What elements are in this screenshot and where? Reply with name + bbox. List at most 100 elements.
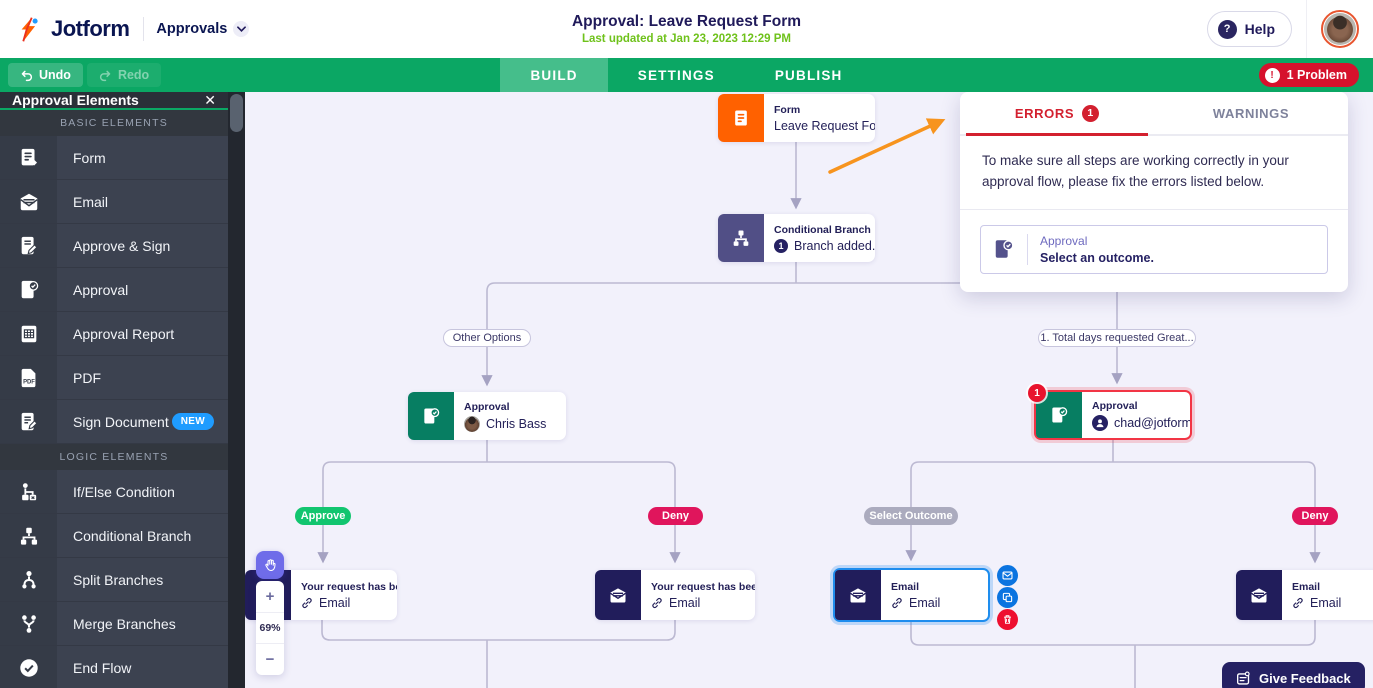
node-conditional-branch[interactable]: Conditional Branch 1 Branch added.	[718, 214, 875, 262]
sidebar-item-label: Email	[73, 193, 109, 210]
pan-hand-button[interactable]	[256, 551, 284, 579]
tab-warnings[interactable]: WARNINGS	[1212, 105, 1290, 121]
delete-action-icon[interactable]	[997, 609, 1018, 630]
outcome-label-approve[interactable]: Approve	[295, 507, 351, 525]
sidebar-title: Approval Elements	[12, 92, 139, 108]
node-title: Email	[1292, 580, 1321, 593]
approve-sign-icon	[0, 224, 57, 267]
link-icon	[652, 597, 662, 608]
node-approval-chad[interactable]: 1 Approval chad@jotform.com	[1028, 384, 1192, 440]
node-email-denied[interactable]: Your request has been denied. Email	[595, 570, 755, 620]
duplicate-action-icon[interactable]	[997, 587, 1018, 608]
node-title: Form	[774, 103, 801, 116]
last-updated-text: Last updated at Jan 23, 2023 12:29 PM	[581, 33, 791, 45]
sidebar-item-form[interactable]: Form	[0, 136, 228, 180]
redo-button[interactable]: Redo	[86, 63, 162, 87]
form-node-icon	[718, 94, 764, 142]
problem-label: 1 Problem	[1286, 68, 1347, 82]
node-email-right[interactable]: Email Email	[1236, 570, 1373, 620]
zoom-in-button[interactable]: +	[265, 587, 275, 605]
sidebar-item-email[interactable]: Email	[0, 180, 228, 224]
sign-document-icon	[0, 400, 57, 443]
outcome-label-deny-right[interactable]: Deny	[1292, 507, 1338, 525]
sidebar-item-end-flow[interactable]: End Flow	[0, 646, 228, 688]
sidebar-item-approve-sign[interactable]: Approve & Sign	[0, 224, 228, 268]
sidebar-item-approval[interactable]: Approval	[0, 268, 228, 312]
if-else-icon	[0, 470, 57, 513]
tab-publish[interactable]: PUBLISH	[774, 67, 843, 83]
undo-button[interactable]: Undo	[8, 63, 83, 87]
link-icon	[1293, 597, 1303, 608]
node-subtitle: Email	[909, 595, 941, 610]
jotform-logo[interactable]: Jotform	[14, 16, 130, 43]
user-avatar[interactable]	[1321, 10, 1359, 48]
split-branches-icon	[0, 558, 57, 601]
node-title: Conditional Branch	[774, 223, 871, 236]
approval-icon	[0, 268, 57, 311]
branch-label-condition-1[interactable]: 1. Total days requested Great...	[1038, 329, 1196, 347]
item-divider	[1027, 233, 1028, 265]
conditional-branch-icon	[0, 514, 57, 557]
tab-build[interactable]: BUILD	[500, 58, 608, 92]
give-feedback-button[interactable]: Give Feedback	[1222, 662, 1365, 688]
errors-count-badge: 1	[1082, 104, 1100, 122]
branch-label-other-options[interactable]: Other Options	[443, 329, 531, 347]
approval-node-icon	[408, 392, 454, 440]
node-email-selected[interactable]: Email Email	[833, 568, 990, 622]
header-divider	[1306, 0, 1307, 58]
node-subtitle: Chris Bass	[486, 416, 547, 431]
sidebar-item-approval-report[interactable]: Approval Report	[0, 312, 228, 356]
errors-panel: ERRORS 1 WARNINGS To make sure all steps…	[960, 92, 1348, 292]
tab-settings[interactable]: SETTINGS	[637, 67, 715, 83]
email-node-icon	[835, 570, 881, 620]
node-approval-chris[interactable]: Approval Chris Bass	[408, 392, 566, 440]
sidebar-item-label: End Flow	[73, 659, 132, 676]
outcome-label-deny-left[interactable]: Deny	[648, 507, 703, 525]
person-icon	[1092, 414, 1108, 431]
chris-bass-avatar	[464, 415, 480, 432]
problem-badge-button[interactable]: ! 1 Problem	[1258, 63, 1359, 87]
sidebar-item-if-else-condition[interactable]: If/Else Condition	[0, 470, 228, 514]
close-icon[interactable]: ✕	[204, 92, 216, 108]
zoom-out-button[interactable]: −	[256, 643, 284, 675]
product-switcher[interactable]: Approvals	[156, 21, 250, 37]
zoom-controls: + 69% −	[256, 581, 284, 675]
sidebar-item-label: Sign Document	[73, 413, 169, 430]
node-form[interactable]: Form Leave Request Form	[718, 94, 875, 142]
node-action-buttons	[997, 565, 1018, 630]
tab-errors[interactable]: ERRORS 1	[960, 92, 1154, 136]
sidebar-item-split-branches[interactable]: Split Branches	[0, 558, 228, 602]
error-list-item[interactable]: Approval Select an outcome.	[980, 224, 1328, 274]
email-icon	[0, 180, 57, 223]
help-button[interactable]: ? Help	[1206, 11, 1292, 47]
sidebar-item-label: Form	[73, 149, 106, 166]
sidebar-item-merge-branches[interactable]: Merge Branches	[0, 602, 228, 646]
sidebar-item-pdf[interactable]: PDF PDF	[0, 356, 228, 400]
node-title: Your request has been approv...	[301, 580, 397, 593]
outcome-label-select-outcome[interactable]: Select Outcome	[864, 507, 958, 525]
sidebar-item-label: Split Branches	[73, 571, 164, 588]
node-subtitle: chad@jotform.com	[1114, 415, 1190, 430]
jotform-logo-text: Jotform	[51, 16, 130, 41]
scrollbar-thumb[interactable]	[230, 94, 243, 132]
mail-action-icon[interactable]	[997, 565, 1018, 586]
pdf-icon: PDF	[0, 356, 57, 399]
zoom-level: 69%	[256, 611, 284, 644]
sidebar-item-label: Approval	[73, 281, 129, 298]
header-divider	[143, 17, 145, 41]
sidebar-scrollbar	[228, 92, 245, 688]
approval-node-icon	[1036, 392, 1082, 438]
page-title: Approval: Leave Request Form	[571, 13, 802, 30]
errors-panel-tabs: ERRORS 1 WARNINGS	[960, 92, 1348, 136]
branch-node-icon	[718, 214, 764, 262]
sidebar-item-label: PDF	[73, 369, 101, 386]
redo-label: Redo	[117, 68, 150, 82]
undo-icon	[21, 70, 33, 81]
sidebar-item-conditional-branch[interactable]: Conditional Branch	[0, 514, 228, 558]
flow-canvas[interactable]: Other Options 1. Total days requested Gr…	[245, 92, 1373, 688]
node-error-badge: 1	[1028, 384, 1046, 402]
